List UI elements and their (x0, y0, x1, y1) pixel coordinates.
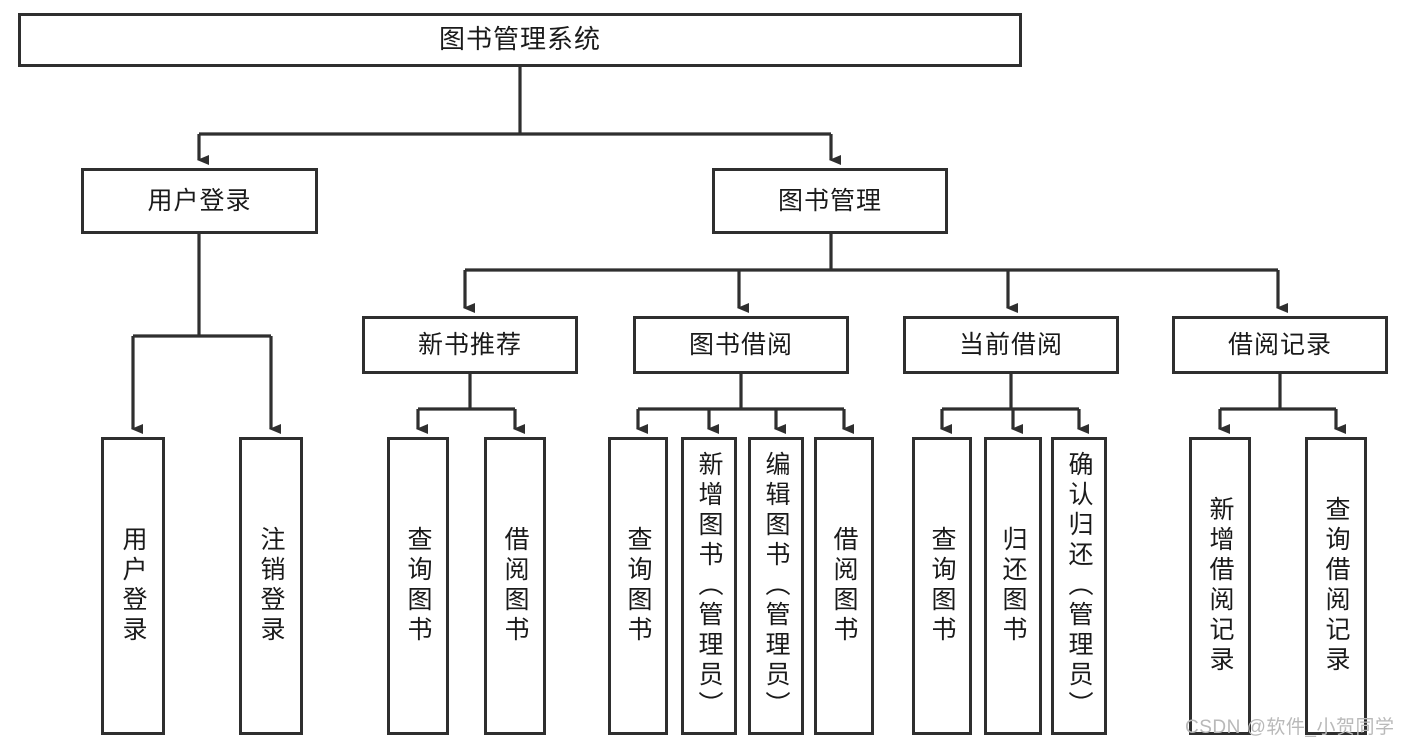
node-leaf-borrow-book-recommend[interactable]: 借阅图书 (484, 437, 546, 735)
node-user-login[interactable]: 用户登录 (81, 168, 318, 234)
node-leaf-borrow-book-recommend-label: 借阅图书 (501, 526, 529, 646)
node-leaf-query-book-borrow-label: 查询图书 (624, 526, 652, 646)
node-current-borrow[interactable]: 当前借阅 (903, 316, 1119, 374)
node-root-label: 图书管理系统 (438, 24, 601, 55)
node-leaf-user-login-label: 用户登录 (119, 526, 147, 646)
node-leaf-borrow-book[interactable]: 借阅图书 (814, 437, 874, 735)
node-borrow-record[interactable]: 借阅记录 (1172, 316, 1388, 374)
node-leaf-edit-book-admin[interactable]: 编辑图书（管理员） (748, 437, 804, 735)
node-user-login-label: 用户登录 (147, 187, 252, 215)
csdn-watermark: CSDN @软件_小贺同学 (1185, 717, 1395, 738)
node-leaf-query-borrow-record[interactable]: 查询借阅记录 (1305, 437, 1367, 735)
node-leaf-logout[interactable]: 注销登录 (239, 437, 303, 735)
node-leaf-query-book-current-label: 查询图书 (928, 526, 956, 646)
node-leaf-query-book-recommend-label: 查询图书 (404, 526, 432, 646)
node-leaf-user-login[interactable]: 用户登录 (101, 437, 165, 735)
node-leaf-query-borrow-record-label: 查询借阅记录 (1322, 496, 1350, 676)
node-leaf-add-borrow-record[interactable]: 新增借阅记录 (1189, 437, 1251, 735)
node-leaf-return-book[interactable]: 归还图书 (984, 437, 1042, 735)
node-leaf-confirm-return-admin-label: 确认归还（管理员） (1065, 451, 1093, 721)
node-leaf-edit-book-admin-label: 编辑图书（管理员） (762, 451, 790, 721)
node-leaf-confirm-return-admin[interactable]: 确认归还（管理员） (1051, 437, 1107, 735)
node-leaf-query-book-current[interactable]: 查询图书 (912, 437, 972, 735)
node-leaf-logout-label: 注销登录 (257, 526, 285, 646)
node-root[interactable]: 图书管理系统 (18, 13, 1022, 67)
node-leaf-query-book-recommend[interactable]: 查询图书 (387, 437, 449, 735)
node-new-book-recommend[interactable]: 新书推荐 (362, 316, 578, 374)
node-book-borrow[interactable]: 图书借阅 (633, 316, 849, 374)
node-current-borrow-label: 当前借阅 (958, 331, 1063, 359)
node-leaf-borrow-book-label: 借阅图书 (830, 526, 858, 646)
node-book-manage-label: 图书管理 (777, 187, 882, 215)
node-leaf-query-book-borrow[interactable]: 查询图书 (608, 437, 668, 735)
node-book-manage[interactable]: 图书管理 (712, 168, 948, 234)
node-borrow-record-label: 借阅记录 (1227, 331, 1332, 359)
node-leaf-add-book-admin[interactable]: 新增图书（管理员） (681, 437, 737, 735)
node-book-borrow-label: 图书借阅 (688, 331, 793, 359)
node-leaf-add-book-admin-label: 新增图书（管理员） (695, 451, 723, 721)
node-leaf-add-borrow-record-label: 新增借阅记录 (1206, 496, 1234, 676)
node-new-book-recommend-label: 新书推荐 (417, 331, 522, 359)
node-leaf-return-book-label: 归还图书 (999, 526, 1027, 646)
